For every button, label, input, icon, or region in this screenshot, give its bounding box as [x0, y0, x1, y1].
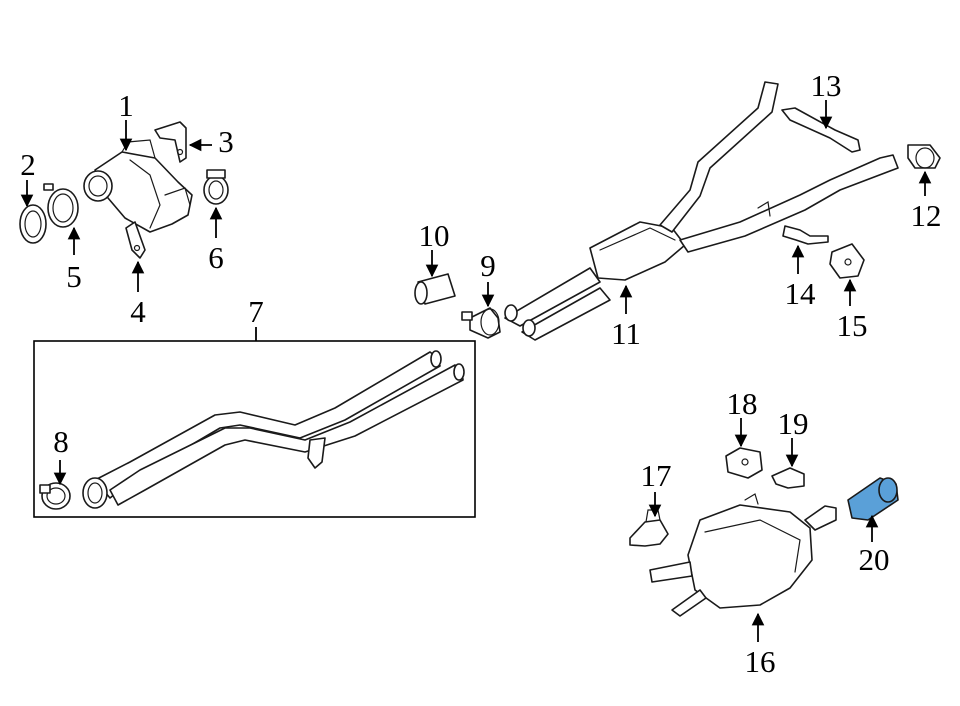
- callout-19: 19: [778, 406, 809, 441]
- part-16-rear-muffler[interactable]: [649, 493, 837, 617]
- part-4-bracket[interactable]: [125, 221, 146, 259]
- callout-18: 18: [727, 386, 758, 421]
- callout-20: 20: [859, 542, 890, 577]
- callout-10: 10: [419, 218, 450, 253]
- part-8-clamp[interactable]: [39, 482, 71, 510]
- part-7-front-pipe[interactable]: [82, 350, 465, 509]
- part-13-bracket[interactable]: [781, 107, 861, 153]
- callout-2: 2: [20, 147, 36, 182]
- callout-8: 8: [53, 424, 69, 459]
- callout-7: 7: [248, 294, 264, 329]
- part-14-bracket[interactable]: [782, 225, 829, 245]
- callout-12: 12: [911, 198, 942, 233]
- callout-14: 14: [785, 276, 817, 311]
- callout-16: 16: [745, 644, 776, 679]
- part-12-clamp[interactable]: [907, 144, 941, 169]
- callout-11: 11: [611, 316, 641, 351]
- callout-3: 3: [218, 124, 234, 159]
- callout-5: 5: [66, 259, 82, 294]
- part-17-hanger-bracket[interactable]: [629, 509, 669, 547]
- callout-1: 1: [118, 88, 134, 123]
- callout-labels: 1 2 3 4 5 6 7 8 9 10 11 12 13 14 15 16 1…: [20, 68, 941, 679]
- part-2-gasket[interactable]: [19, 204, 47, 244]
- part-18-mount[interactable]: [725, 447, 763, 479]
- part-3-bracket[interactable]: [154, 121, 187, 163]
- callout-4: 4: [130, 294, 146, 329]
- part-1-catalytic-converter[interactable]: [83, 139, 193, 233]
- part-10-mount[interactable]: [414, 273, 456, 305]
- callout-17: 17: [641, 458, 672, 493]
- part-7-callout-box: [33, 340, 476, 518]
- part-5-clamp[interactable]: [43, 183, 79, 228]
- leader-arrows: [20, 100, 932, 642]
- part-6-clamp[interactable]: [203, 169, 229, 205]
- part-20-exhaust-tip[interactable]: [847, 477, 899, 521]
- callout-6: 6: [208, 240, 224, 275]
- callout-9: 9: [480, 248, 496, 283]
- part-9-clamp-sleeve[interactable]: [461, 307, 501, 339]
- part-15-mount[interactable]: [829, 243, 865, 279]
- part-19-bracket[interactable]: [771, 467, 805, 489]
- callout-13: 13: [811, 68, 842, 103]
- callout-15: 15: [837, 308, 868, 343]
- part-11-center-pipe[interactable]: [504, 81, 899, 341]
